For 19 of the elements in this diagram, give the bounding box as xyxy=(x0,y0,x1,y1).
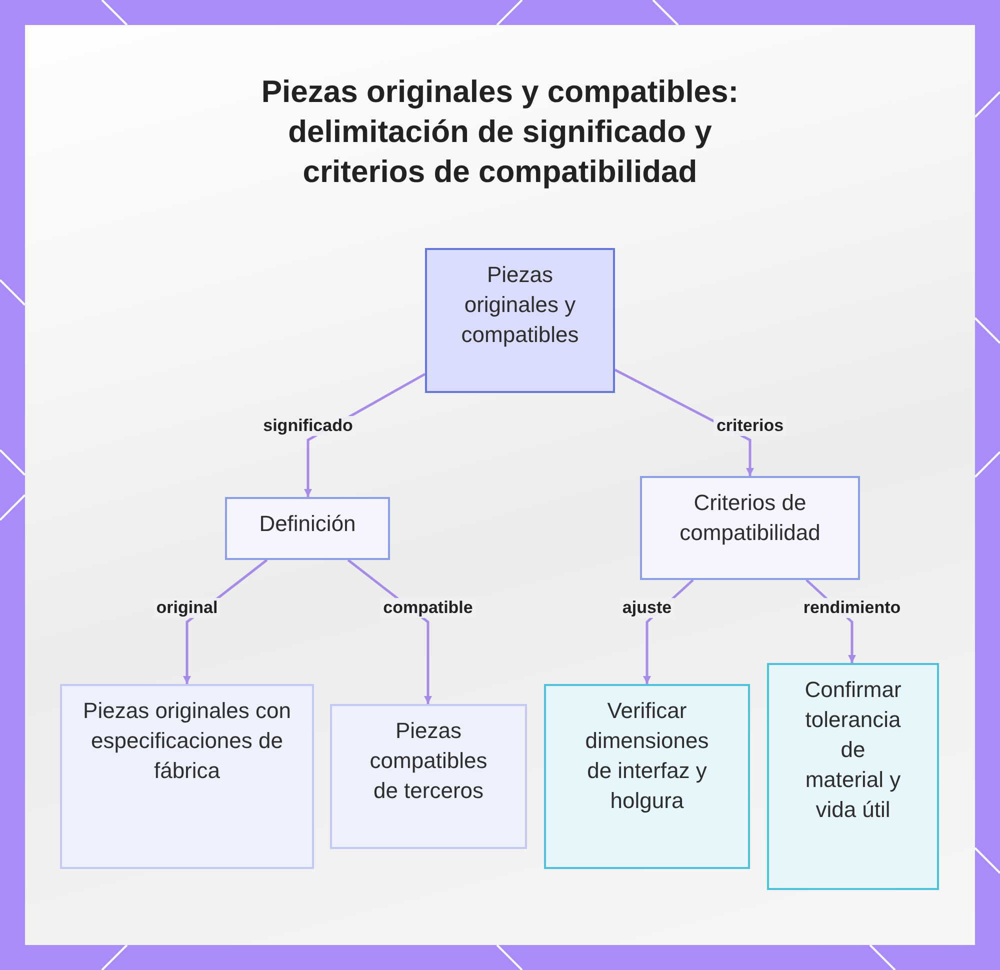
edge-label: compatible xyxy=(380,598,476,618)
node-label: Piezas originales y compatibles xyxy=(460,261,580,349)
concept-box xyxy=(425,248,615,393)
concept-box xyxy=(225,497,390,560)
concept-box xyxy=(330,704,527,849)
node-label: Definición xyxy=(258,510,357,538)
node-label: Criterios de compatibilidad xyxy=(678,489,822,547)
node-label: Piezas compatibles de terceros xyxy=(368,717,488,805)
edge-label: ajuste xyxy=(619,598,675,618)
node-label: Confirmar tolerancia de material y vida útil xyxy=(804,676,902,824)
concept-box xyxy=(767,663,939,890)
edge-label: original xyxy=(153,598,221,618)
node-label: Verificar dimensiones de interfaz y holgura xyxy=(584,697,710,815)
concept-box xyxy=(60,684,314,869)
concept-box xyxy=(544,684,750,869)
edge-label: criterios xyxy=(713,416,787,436)
node-label: Piezas originales con especificaciones de fábrica xyxy=(82,697,292,785)
diagram-title: Piezas originales y compatibles: delimitación de significado y criterios de compatibilidad xyxy=(260,73,740,191)
concept-box xyxy=(640,476,860,580)
